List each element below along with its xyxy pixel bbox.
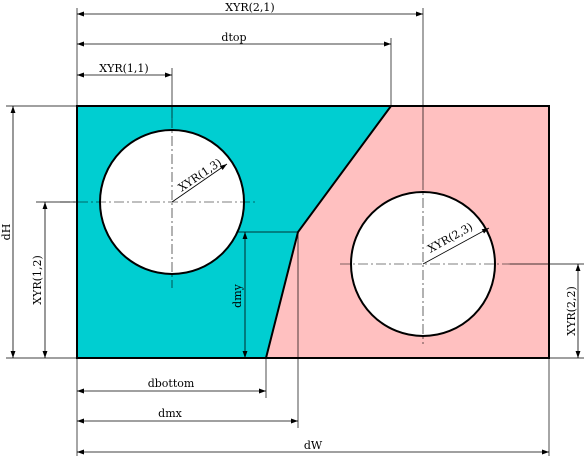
label-dmx: dmx	[158, 407, 182, 420]
radius-line-1	[171, 163, 228, 203]
label-xyr12: XYR(1,2)	[31, 255, 44, 304]
label-xyr22: XYR(2,2)	[565, 286, 578, 335]
label-xyr21: XYR(2,1)	[225, 1, 274, 14]
label-dtop: dtop	[221, 31, 246, 44]
radius-line-2	[422, 227, 490, 265]
label-dbottom: dbottom	[148, 377, 195, 390]
label-dh: dH	[0, 224, 13, 241]
label-dmy: dmy	[231, 283, 244, 307]
plate-outline	[76, 105, 550, 359]
label-xyr11: XYR(1,1)	[99, 62, 148, 75]
label-dw: dW	[304, 439, 323, 452]
